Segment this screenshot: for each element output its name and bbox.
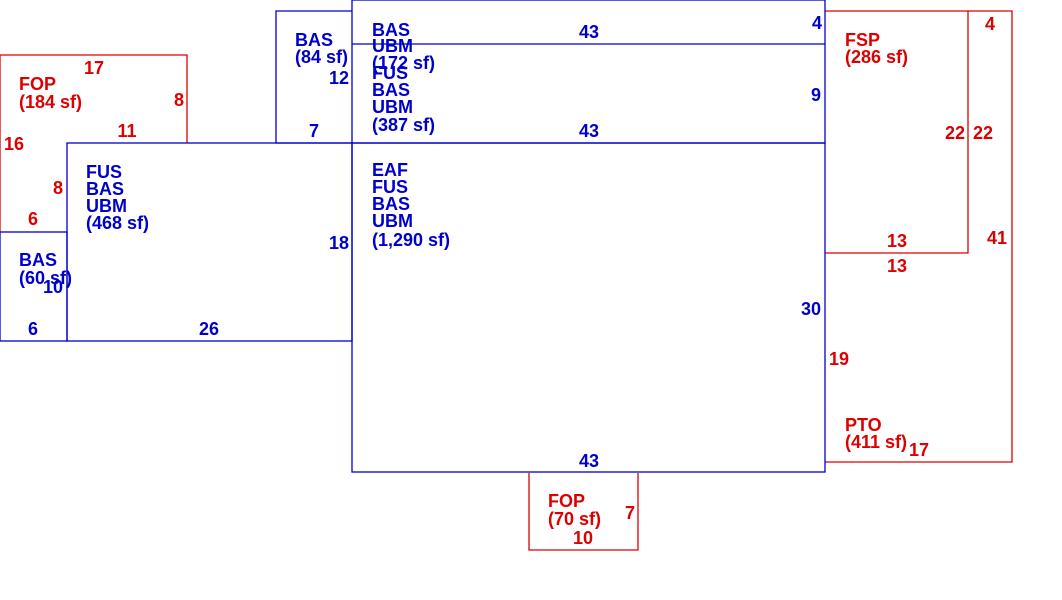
main-dim-bottom: 43 bbox=[579, 451, 599, 471]
fop-south-dim-right: 7 bbox=[625, 503, 635, 523]
fop-south-dim-bottom: 10 bbox=[573, 528, 593, 548]
fop-south-area bbox=[528, 473, 639, 551]
fop-west-dim-left: 16 bbox=[4, 134, 24, 154]
north-a-area-size: (172 sf) bbox=[372, 53, 435, 73]
fop-south-area-size: (70 sf) bbox=[548, 509, 601, 529]
fsp-dim-inner: 22 bbox=[973, 123, 993, 143]
small-bas-dim-right: 10 bbox=[43, 277, 63, 297]
north-b-label-2: BAS bbox=[372, 80, 410, 100]
north-b-dim-right: 9 bbox=[811, 85, 821, 105]
main-dim-right: 30 bbox=[801, 299, 821, 319]
main-label-2: FUS bbox=[372, 177, 408, 197]
north-b-area-size: (387 sf) bbox=[372, 115, 435, 135]
north-bas-dim-bottom: 7 bbox=[309, 121, 319, 141]
fsp-area-size: (286 sf) bbox=[845, 47, 908, 67]
north-a-label-2: UBM bbox=[372, 36, 413, 56]
main-label-4: UBM bbox=[372, 211, 413, 231]
north-area bbox=[351, 0, 826, 144]
fsp-dim-top: 4 bbox=[985, 14, 995, 34]
pto-area bbox=[825, 10, 1013, 463]
main-area-size: (1,290 sf) bbox=[372, 230, 450, 250]
north-a-label-1: BAS bbox=[372, 20, 410, 40]
fop-west-dim-low: 6 bbox=[28, 209, 38, 229]
pto-area-size: (411 sf) bbox=[845, 432, 907, 452]
north-bas-area bbox=[275, 10, 352, 144]
fop-west-dim-inner: 11 bbox=[117, 121, 136, 141]
fsp-dim-right: 22 bbox=[945, 123, 965, 143]
north-bas-label: BAS bbox=[295, 30, 333, 50]
west-label-1: FUS bbox=[86, 162, 122, 182]
north-b-label-1: FUS bbox=[372, 63, 408, 83]
fop-west-area bbox=[0, 54, 188, 232]
west-label-3: UBM bbox=[86, 196, 127, 216]
west-dim-bottom: 26 bbox=[199, 319, 219, 339]
fsp-area bbox=[825, 10, 969, 254]
small-bas-area-size: (60 sf) bbox=[19, 268, 72, 288]
fop-west-dim-top: 17 bbox=[84, 58, 104, 78]
main-label-3: BAS bbox=[372, 194, 410, 214]
small-bas-label: BAS bbox=[19, 250, 57, 270]
fop-west-dim-right: 8 bbox=[174, 90, 184, 110]
north-a-dim-right: 4 bbox=[812, 13, 822, 33]
fsp-label: FSP bbox=[845, 30, 880, 50]
fop-west-dim-mid: 8 bbox=[53, 178, 63, 198]
north-bas-area-size: (84 sf) bbox=[295, 47, 348, 67]
pto-dim-bottom: 17 bbox=[909, 440, 929, 460]
north-bas-dim-right: 12 bbox=[329, 68, 349, 88]
small-bas-area bbox=[0, 231, 68, 342]
fop-west-label: FOP bbox=[19, 74, 56, 94]
small-bas-dim-bottom: 6 bbox=[28, 319, 38, 339]
north-a-dim-top: 43 bbox=[579, 22, 599, 42]
north-b-label-3: UBM bbox=[372, 97, 413, 117]
west-area-size: (468 sf) bbox=[86, 213, 149, 233]
pto-label: PTO bbox=[845, 415, 882, 435]
pto-dim-left: 19 bbox=[829, 349, 849, 369]
north-b-dim-bottom: 43 bbox=[579, 121, 599, 141]
fop-west-area-size: (184 sf) bbox=[19, 92, 82, 112]
main-label-1: EAF bbox=[372, 160, 408, 180]
fop-south-label: FOP bbox=[548, 491, 585, 511]
fsp-dim-bottom: 13 bbox=[887, 231, 907, 251]
west-dim-right: 18 bbox=[329, 233, 349, 253]
pto-dim-right: 41 bbox=[987, 228, 1007, 248]
west-label-2: BAS bbox=[86, 179, 124, 199]
pto-dim-top: 13 bbox=[887, 256, 907, 276]
main-area bbox=[351, 142, 826, 473]
